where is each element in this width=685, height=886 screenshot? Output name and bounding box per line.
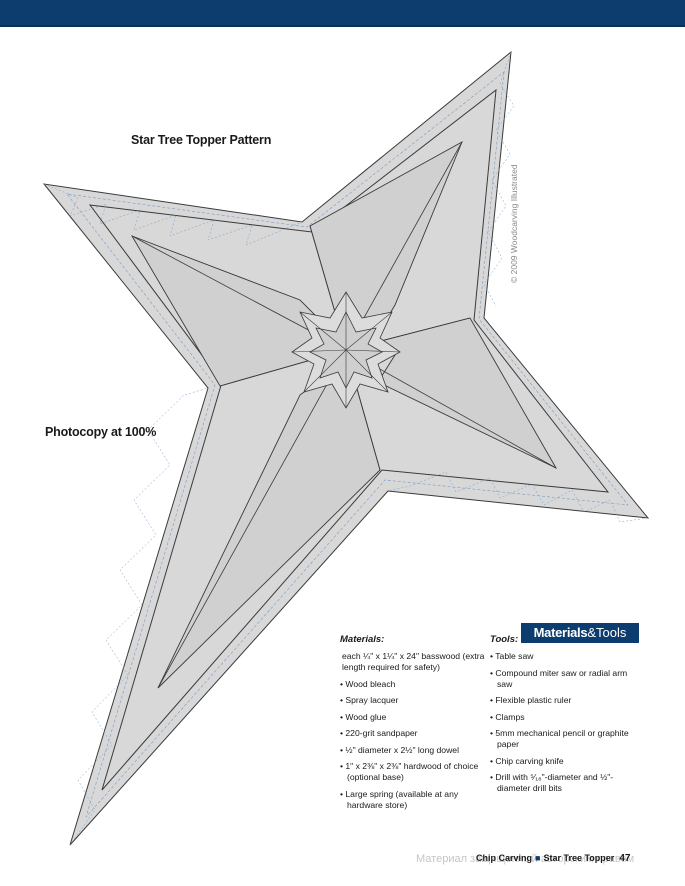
page-number: 47 (619, 853, 631, 864)
page-footer: Chip Carving■Star Tree Topper 47 (476, 853, 630, 864)
list-item: • Compound miter saw or radial arm saw (490, 667, 628, 689)
footer-book-title: Chip Carving (476, 853, 533, 863)
list-item: • Spray lacquer (340, 695, 399, 705)
list-item: • Table saw (490, 651, 534, 661)
header-bar (0, 0, 685, 27)
pattern-title: Star Tree Topper Pattern (131, 133, 272, 147)
list-item: • Clamps (490, 711, 525, 722)
list-item: • Wood glue (340, 711, 387, 722)
photocopy-note: Photocopy at 100% (45, 425, 157, 439)
tools-heading: Tools: (490, 634, 519, 645)
materials-tools-badge: Materials&Tools (521, 623, 639, 643)
list-item: • 220-grit sandpaper (340, 728, 418, 738)
footer-separator: ■ (535, 853, 541, 863)
tools-list: Tools: • Table saw • Compound miter saw … (490, 634, 640, 800)
star-zigzag-border (43, 51, 649, 846)
list-item: • Drill with ⁵⁄₁₆"-diameter and ½"-diame… (490, 772, 614, 793)
materials-list: Materials: each ¼" x 1¼" x 24" basswood … (340, 634, 490, 816)
copyright-notice: © 2009 Woodcarving Illustrated (509, 164, 519, 283)
list-item: • Large spring (available at any hardwar… (340, 788, 459, 810)
badge-bold: Materials (533, 625, 588, 640)
materials-heading: Materials: (340, 634, 385, 645)
list-item: • 1" x 2⅜" x 2⅜" hardwood of choice (opt… (340, 761, 479, 782)
list-item: • Chip carving knife (490, 755, 564, 766)
list-item: each ¼" x 1¼" x 24" basswood (extra leng… (342, 651, 485, 672)
badge-regular: &Tools (587, 625, 627, 640)
star-dashed-guide (66, 71, 629, 818)
list-item: • 5mm mechanical pencil or graphite pape… (490, 728, 629, 749)
star-center-lines (291, 292, 401, 408)
watermark: Материал защищенный авторским правом (416, 853, 635, 865)
list-item: • Flexible plastic ruler (490, 695, 572, 705)
footer-article-title: Star Tree Topper (543, 853, 615, 863)
list-item: • ½" diameter x 2½" long dowel (340, 744, 459, 755)
list-item: • Wood bleach (340, 678, 396, 689)
